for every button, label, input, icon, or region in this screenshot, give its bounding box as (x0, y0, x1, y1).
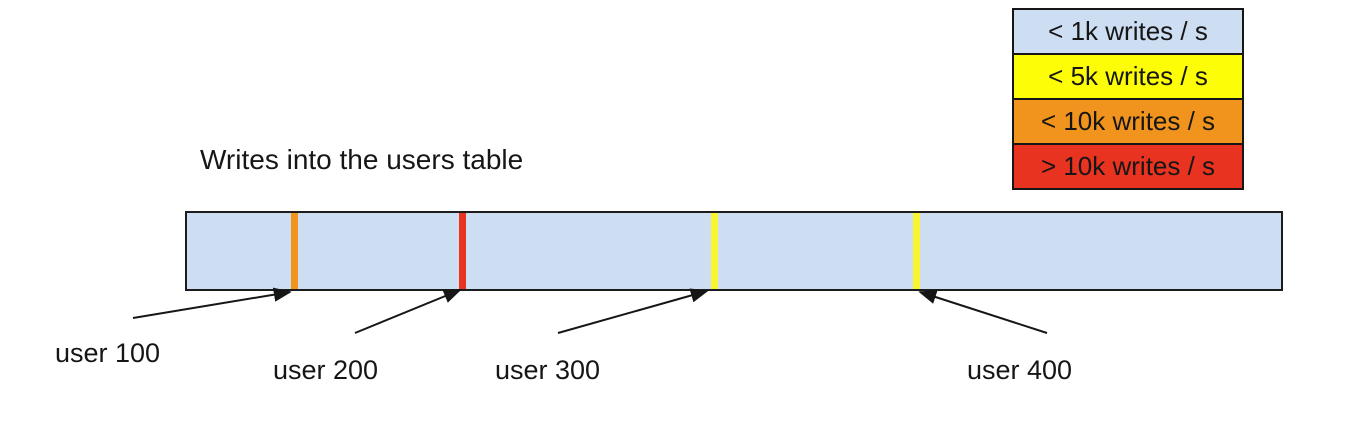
legend-row-gt-10k: > 10k writes / s (1012, 143, 1244, 190)
label-user-300: user 300 (495, 355, 601, 385)
arrow-user-400 (918, 290, 1048, 334)
legend-label-lt-10k: < 10k writes / s (1040, 106, 1216, 136)
marker-user-200 (459, 213, 467, 289)
legend-label-gt-10k: > 10k writes / s (1040, 151, 1216, 181)
label-user-200: user 200 (273, 355, 379, 385)
users-table-bar (185, 211, 1283, 291)
write-rate-legend: < 1k writes / s < 5k writes / s < 10k wr… (1012, 8, 1244, 190)
arrow-user-300 (557, 288, 709, 334)
label-user-100: user 100 (55, 338, 161, 368)
legend-row-lt-5k: < 5k writes / s (1012, 53, 1244, 100)
legend-label-lt-5k: < 5k writes / s (1048, 61, 1208, 91)
marker-user-400 (913, 213, 921, 289)
marker-user-100 (290, 213, 298, 289)
legend-row-lt-1k: < 1k writes / s (1012, 8, 1244, 55)
arrow-user-100 (132, 287, 292, 319)
label-user-400: user 400 (967, 355, 1073, 385)
marker-user-300 (711, 213, 719, 289)
legend-row-lt-10k: < 10k writes / s (1012, 98, 1244, 145)
arrow-user-200 (354, 289, 462, 334)
diagram-title: Writes into the users table (200, 144, 524, 175)
legend-label-lt-1k: < 1k writes / s (1048, 16, 1208, 46)
